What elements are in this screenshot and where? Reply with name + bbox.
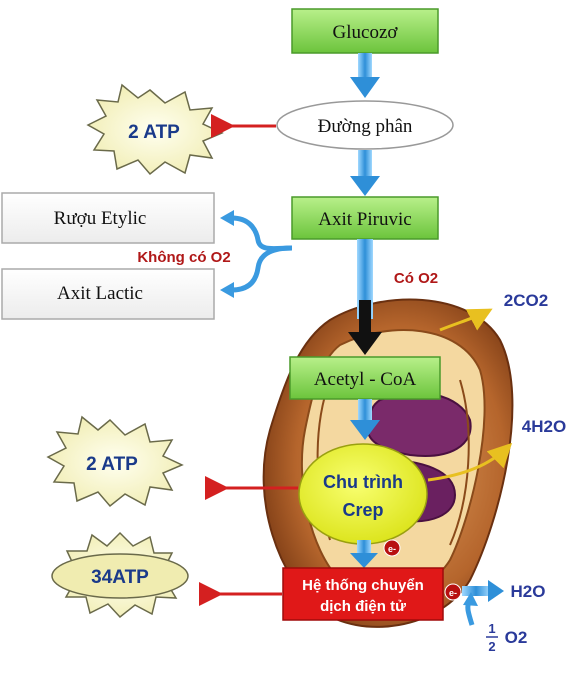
ethanol-label: Rượu Etylic xyxy=(54,208,147,229)
half-o2-denominator: 2 xyxy=(488,639,495,654)
etc-label-line2: dịch điện tử xyxy=(320,598,406,615)
h2o-output-label: 4H2O xyxy=(522,417,566,436)
electron-label-2: e- xyxy=(449,588,457,598)
glucose-label: Glucozơ xyxy=(333,22,399,43)
co2-label: 2CO2 xyxy=(504,291,548,310)
atp-starburst-etc: 34ATP xyxy=(51,531,189,619)
half-o2-numerator: 1 xyxy=(488,621,495,636)
krebs-cycle-node: Chu trình Crep xyxy=(298,443,428,545)
etc-label-line1: Hệ thống chuyển xyxy=(302,577,424,594)
pyruvic-acid-box: Axit Piruvic xyxy=(291,196,439,240)
lactic-acid-box: Axit Lactic xyxy=(1,268,215,320)
arrow-to-h2o xyxy=(462,580,504,602)
h2o-etc-label: H2O xyxy=(511,582,546,601)
krebs-label-line1: Chu trình xyxy=(323,472,403,492)
acetyl-coa-label: Acetyl - CoA xyxy=(314,369,417,390)
arrow-co2 xyxy=(439,308,493,332)
atp-value-etc: 34ATP xyxy=(91,567,149,588)
pyruvic-acid-label: Axit Piruvic xyxy=(318,209,411,230)
electron-marker-2: e- xyxy=(444,583,462,601)
with-oxygen-label: Có O2 xyxy=(394,270,438,287)
atp-value-krebs: 2 ATP xyxy=(86,454,138,475)
flow-arrow-glycolysis-pyruvic xyxy=(350,150,380,196)
flow-arrow-acetyl-krebs xyxy=(350,399,380,440)
electron-transport-chain-box: Hệ thống chuyển dịch điện tử xyxy=(282,567,444,621)
flow-arrow-glucose-glycolysis xyxy=(350,53,380,98)
arrow-o2-in xyxy=(463,592,478,626)
no-oxygen-label: Không có O2 xyxy=(137,249,230,266)
flow-arrow-krebs-etc xyxy=(350,540,378,568)
lactic-acid-label: Axit Lactic xyxy=(57,283,143,304)
arrow-h2o-krebs xyxy=(427,442,513,482)
half-o2-symbol: O2 xyxy=(505,628,528,647)
half-o2-label: 1 2 O2 xyxy=(486,621,527,654)
electron-marker-1: e- xyxy=(383,539,401,557)
glycolysis-node: Đường phân xyxy=(276,100,454,150)
ethanol-box: Rượu Etylic xyxy=(1,192,215,244)
atp-value-glycolysis: 2 ATP xyxy=(128,122,180,143)
glycolysis-label: Đường phân xyxy=(318,116,413,137)
glucose-box: Glucozơ xyxy=(291,8,439,54)
atp-starburst-glycolysis: 2 ATP xyxy=(86,83,224,176)
anaerobic-fork-arrows xyxy=(220,210,293,298)
electron-label-1: e- xyxy=(388,544,396,554)
acetyl-coa-box: Acetyl - CoA xyxy=(289,356,441,400)
atp-starburst-krebs: 2 ATP xyxy=(46,415,184,508)
krebs-label-line2: Crep xyxy=(342,500,383,520)
flow-arrow-pyruvic-acetyl xyxy=(348,239,382,355)
